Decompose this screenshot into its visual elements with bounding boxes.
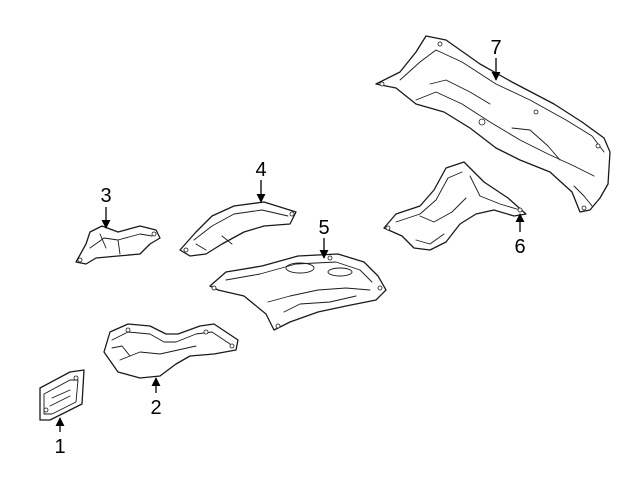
heat-shield-part-3 (75, 225, 161, 265)
heat-shield-part-7 (375, 35, 611, 213)
callout-3: 3 (100, 185, 111, 207)
callout-7: 7 (490, 37, 501, 59)
callout-4: 4 (255, 159, 266, 181)
callout-2: 2 (150, 397, 161, 419)
callout-5: 5 (318, 217, 329, 239)
heat-shield-part-5 (209, 253, 387, 331)
heat-shield-part-4 (179, 201, 297, 257)
heat-shield-part-1 (39, 369, 85, 421)
callout-6: 6 (514, 236, 525, 258)
heat-shield-part-6 (383, 161, 527, 251)
callout-1: 1 (54, 436, 65, 458)
heat-shield-part-2 (103, 323, 239, 379)
